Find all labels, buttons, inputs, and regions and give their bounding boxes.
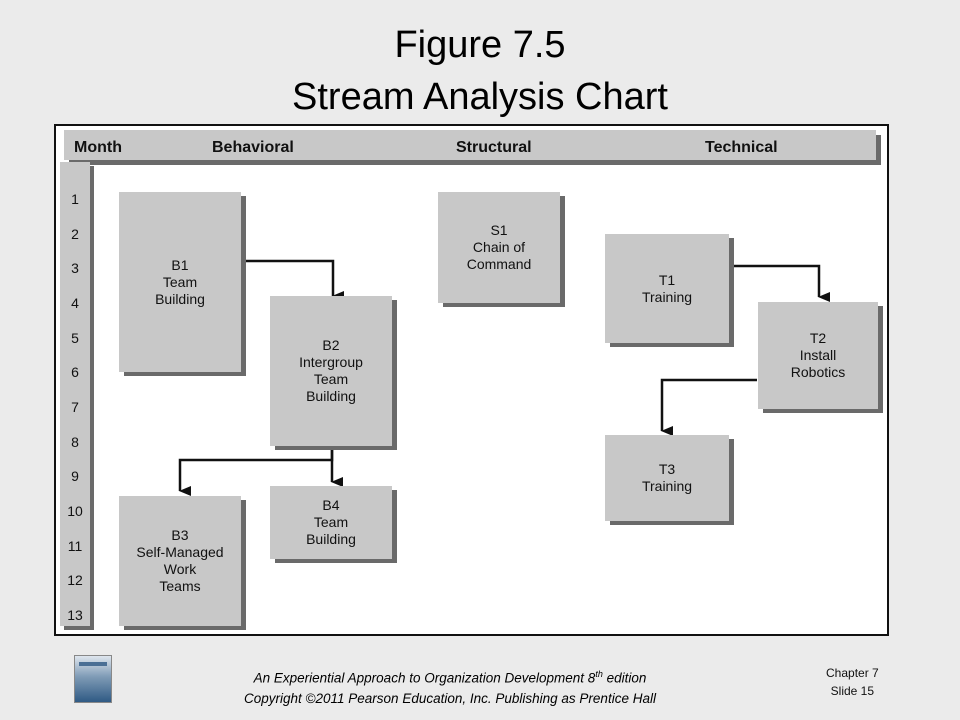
box-t2: T2 Install Robotics	[758, 302, 878, 409]
stream-analysis-diagram: Month Behavioral Structural Technical 1 …	[54, 124, 889, 636]
box-b2-label: B2 Intergroup Team Building	[299, 337, 363, 404]
box-b1-label: B1 Team Building	[155, 256, 205, 307]
month-label: 3	[71, 260, 79, 276]
month-label: 11	[67, 538, 83, 554]
month-label: 8	[71, 434, 79, 450]
footer-line-1: An Experiential Approach to Organization…	[253, 669, 647, 686]
arrow-b2-b3	[178, 449, 334, 496]
box-b3-label: B3 Self-Managed Work Teams	[136, 527, 224, 594]
slide-title-chart-name: Stream Analysis Chart	[292, 76, 668, 118]
month-axis: 1 2 3 4 5 6 7 8 9 10 11 12 13	[60, 162, 90, 626]
footer-slide-number: Slide 15	[830, 684, 875, 698]
arrow-t2-t3	[660, 378, 757, 436]
month-label: 10	[67, 503, 83, 519]
header-month: Month	[74, 139, 122, 156]
box-t1-label: T1 Training	[641, 271, 693, 305]
month-label: 6	[71, 364, 79, 380]
month-label: 7	[71, 399, 79, 415]
box-s1: S1 Chain of Command	[438, 192, 560, 303]
footer-slide-info: Chapter 7 Slide 15	[826, 664, 879, 700]
header-technical: Technical	[705, 139, 778, 156]
footer-chapter: Chapter 7	[826, 666, 879, 680]
box-b3: B3 Self-Managed Work Teams	[119, 496, 241, 626]
column-header-bar: Month Behavioral Structural Technical	[64, 130, 876, 160]
arrow-b1-b2	[245, 259, 344, 301]
footer-line-2: Copyright ©2011 Pearson Education, Inc. …	[244, 690, 656, 706]
footer-citation: An Experiential Approach to Organization…	[140, 664, 760, 709]
box-b4-label: B4 Team Building	[306, 497, 356, 547]
arrow-layer	[178, 259, 830, 496]
box-t2-label: T2 Install Robotics	[790, 330, 846, 380]
book-cover-icon	[74, 655, 112, 703]
arrow-t1-t2	[731, 264, 830, 302]
slide-title-figure: Figure 7.5	[394, 24, 566, 66]
month-label: 5	[71, 330, 79, 346]
box-s1-label: S1 Chain of Command	[466, 222, 532, 272]
box-t3-label: T3 Training	[641, 461, 693, 494]
month-label: 13	[67, 607, 83, 623]
header-structural: Structural	[456, 139, 532, 156]
box-b4: B4 Team Building	[270, 486, 392, 559]
box-t3: T3 Training	[605, 435, 729, 521]
month-label: 9	[71, 468, 79, 484]
box-b2: B2 Intergroup Team Building	[270, 296, 392, 446]
header-behavioral: Behavioral	[212, 139, 294, 156]
month-label: 1	[71, 191, 79, 207]
month-label: 2	[71, 226, 79, 242]
month-label: 4	[71, 295, 79, 311]
box-b1: B1 Team Building	[119, 192, 241, 372]
box-t1: T1 Training	[605, 234, 729, 343]
month-label: 12	[67, 572, 83, 588]
